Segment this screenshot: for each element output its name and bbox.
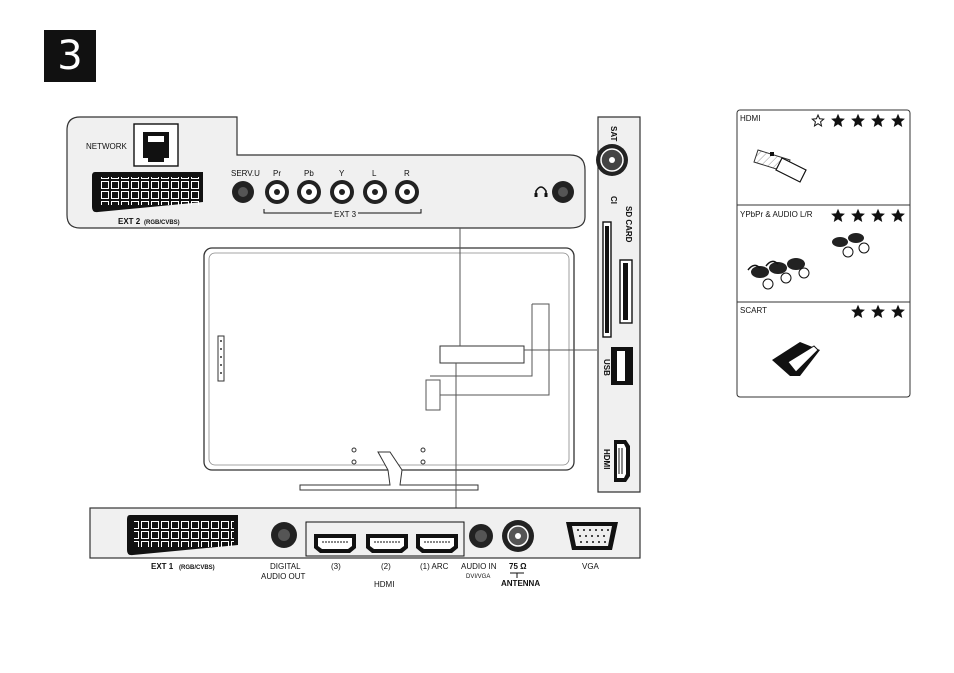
hdmi-2-port[interactable] [366,534,408,553]
ext3-label: EXT 3 [334,210,357,219]
pb-jack[interactable] [297,180,321,204]
hdmi-3-port[interactable] [314,534,356,553]
y-label: Y [339,169,345,178]
pb-label: Pb [304,169,314,178]
network-label: NETWORK [86,142,128,151]
pr-jack[interactable] [265,180,289,204]
serv-u-port[interactable] [232,181,254,203]
network-port[interactable] [134,124,178,166]
audio-in-label-1: AUDIO IN [461,562,497,571]
hdmi-1-arc-port[interactable] [416,534,458,553]
ext1-label: EXT 1 [151,562,174,571]
tv-back-outline [204,228,597,508]
side-hdmi-port[interactable] [614,440,630,482]
serv-u-label: SERV.U [231,169,260,178]
vga-port[interactable] [566,522,618,550]
hdmi-3-label: (3) [331,562,341,571]
side-connector-panel: SAT CI SD CARD USB HDMI [596,117,640,492]
antenna-ohm-label: 75 Ω [509,562,527,571]
ext2-sublabel: (RGB/CVBS) [144,220,180,226]
headphone-jack[interactable] [552,181,574,203]
y-jack[interactable] [330,180,354,204]
digital-audio-out-port[interactable] [271,522,297,548]
audio-l-jack[interactable] [363,180,387,204]
ci-slot[interactable] [603,222,611,337]
digital-audio-out-label-2: AUDIO OUT [261,572,306,581]
ci-label: CI [609,196,618,204]
sat-port[interactable] [596,144,628,176]
audio-r-jack[interactable] [395,180,419,204]
ext1-sublabel: (RGB/CVBS) [179,565,215,571]
legend-ypbpr-label: YPbPr & AUDIO L/R [740,210,813,219]
hdmi-1-arc-label: (1) ARC [420,562,449,571]
antenna-ground-icon [510,573,524,578]
ext2-label: EXT 2 [118,217,141,226]
antenna-label: ANTENNA [501,579,540,588]
l-label: L [372,169,377,178]
quality-legend: HDMI YPbPr & AUDIO L/R SCART [737,110,910,397]
r-label: R [404,169,410,178]
digital-audio-out-label-1: DIGITAL [270,562,301,571]
legend-hdmi-label: HDMI [740,114,760,123]
side-hdmi-label: HDMI [602,449,611,469]
bottom-connector-panel [90,508,640,558]
sd-card-slot[interactable] [620,260,632,323]
antenna-port[interactable] [502,520,534,552]
pr-label: Pr [273,169,281,178]
top-connector-panel: NETWORK EXT 2 (RGB/CVBS) SERV.U Pr Pb Y … [67,117,585,228]
sd-card-label: SD CARD [624,206,633,243]
hdmi-group-label: HDMI [374,580,394,589]
usb-label: USB [602,359,611,376]
sat-label: SAT [609,126,618,142]
vga-label: VGA [582,562,600,571]
usb-port[interactable] [611,347,633,385]
legend-scart-label: SCART [740,306,767,315]
hdmi-2-label: (2) [381,562,391,571]
audio-in-dvi-vga-port[interactable] [469,524,493,548]
audio-in-label-2: DVI/VGA [466,574,490,580]
